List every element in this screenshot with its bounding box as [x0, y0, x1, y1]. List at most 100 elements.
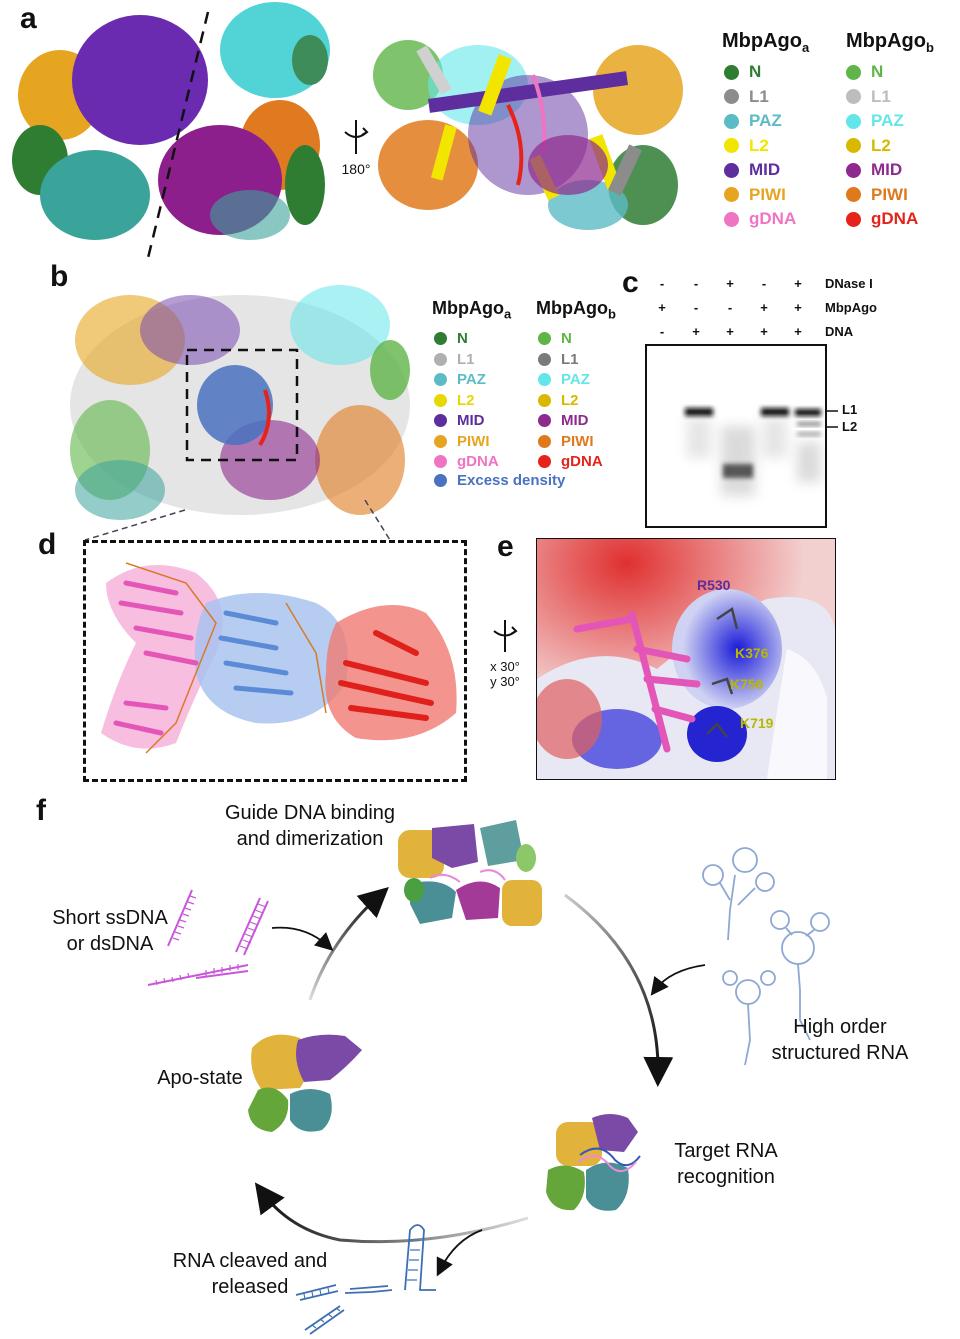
label-high-order-rna: High order structured RNA: [771, 1016, 909, 1064]
legend-b-col-a-piwi: PIWI: [434, 433, 490, 450]
legend-swatch: [434, 393, 447, 407]
legend-label: PAZ: [561, 371, 590, 388]
legend-swatch: [724, 64, 739, 80]
legend-a-col-b-paz: PAZ: [846, 111, 904, 131]
legend-swatch: [724, 162, 739, 178]
rotation-x: x 30°: [490, 659, 520, 674]
legend-label: MID: [749, 160, 781, 179]
legend-swatch: [724, 113, 739, 129]
gel-symbol: +: [760, 300, 768, 315]
legend-label: PIWI: [561, 432, 594, 450]
zoom-connector-lines: [84, 500, 391, 541]
panel-label-c: c: [622, 266, 639, 299]
legend-b-excess-density: Excess density: [434, 472, 565, 489]
legend-swatch: [724, 89, 739, 104]
rotation-indicator-e: x 30° y 30°: [480, 618, 530, 689]
residue-k376: K376: [735, 645, 769, 661]
legend-a-col-a-paz: PAZ: [724, 111, 782, 131]
legend-label: PAZ: [457, 371, 486, 388]
legend-label: L2: [871, 135, 891, 155]
rotation-label: 180°: [341, 161, 371, 177]
legend-b-col-b-paz: PAZ: [538, 371, 590, 388]
legend-b-col-b-l1: L1: [538, 351, 579, 368]
legend-a-title-a: MbpAgoa: [722, 30, 810, 55]
legend-label: PAZ: [749, 111, 782, 130]
legend-a-col-a-mid: MID: [724, 160, 780, 180]
legend-label: PIWI: [457, 432, 490, 450]
label-short-dna: Short ssDNA or dsDNA: [52, 907, 168, 955]
legend-a-col-a-gdna: gDNA: [724, 209, 796, 229]
gel-symbol: +: [794, 324, 802, 339]
legend-swatch: [846, 89, 861, 104]
gel-condition-row: -++++DNA: [645, 324, 853, 339]
gel-symbol: +: [726, 276, 734, 291]
legend-swatch: [434, 455, 447, 468]
legend-b-col-a-l1: L1: [434, 351, 475, 368]
legend-swatch: [434, 352, 447, 366]
legend-b-col-b-piwi: PIWI: [538, 433, 594, 450]
legend-a-title-b: MbpAgob: [846, 30, 934, 55]
legend-a-col-b-n: N: [846, 62, 883, 82]
legend-label: MID: [457, 412, 485, 429]
panel-label-f: f: [36, 794, 46, 827]
legend-a-col-a-piwi: PIWI: [724, 185, 786, 205]
legend-swatch: [846, 113, 861, 129]
legend-label: L1: [561, 350, 579, 368]
legend-swatch: [538, 373, 551, 386]
legend-label: N: [561, 330, 572, 347]
legend-b-col-b-mid: MID: [538, 412, 589, 429]
legend-a-col-a-n: N: [724, 62, 761, 82]
cryo-em-density-map: [12, 2, 330, 259]
gel-symbol: +: [794, 300, 802, 315]
gel-symbol: +: [726, 324, 734, 339]
legend-b-col-a-paz: PAZ: [434, 371, 486, 388]
legend-swatch: [538, 414, 551, 427]
gel-symbol: -: [761, 276, 767, 291]
legend-label: N: [457, 330, 468, 347]
legend-label: gDNA: [457, 453, 499, 470]
gel-condition-row: +--++MbpAgo: [645, 300, 877, 315]
legend-swatch: [538, 434, 551, 448]
legend-label: PAZ: [871, 111, 904, 130]
legend-swatch: [724, 187, 739, 202]
legend-label: L2: [457, 391, 475, 409]
legend-label: MID: [561, 412, 589, 429]
zoom-box-dna: [83, 540, 467, 782]
gel-condition-label: MbpAgo: [825, 300, 877, 315]
legend-a-col-b-l2: L2: [846, 136, 891, 156]
gel-symbol: -: [693, 276, 699, 291]
band-marker-lines: [826, 410, 838, 428]
legend-swatch: [538, 332, 551, 345]
legend-swatch: [434, 414, 447, 427]
legend-a-col-b-gdna: gDNA: [846, 209, 918, 229]
gel-symbol: +: [692, 324, 700, 339]
legend-label: L2: [749, 135, 769, 155]
legend-label: L1: [871, 86, 891, 106]
legend-swatch: [846, 211, 861, 227]
gel-image: [645, 344, 827, 528]
gel-symbol: +: [658, 300, 666, 315]
electrostatic-surface: R530 K376 K756 K719: [536, 538, 836, 780]
gel-symbol: +: [794, 276, 802, 291]
legend-swatch: [846, 187, 861, 202]
legend-label: N: [749, 62, 762, 81]
legend-label: N: [871, 62, 884, 81]
residue-k756: K756: [730, 676, 764, 692]
legend-swatch: [846, 64, 861, 80]
label-rna-cleaved: RNA cleaved and released: [172, 1250, 328, 1298]
residue-k719: K719: [740, 715, 774, 731]
residue-r530: R530: [697, 577, 731, 593]
legend-swatch: [724, 211, 739, 227]
legend-b-col-a-gdna: gDNA: [434, 453, 499, 470]
legend-label: gDNA: [561, 453, 603, 470]
legend-label: MID: [871, 160, 903, 179]
gel-symbol: -: [727, 300, 733, 315]
legend-swatch: [434, 373, 447, 386]
legend-a-col-b-piwi: PIWI: [846, 185, 908, 205]
legend-a-col-b-mid: MID: [846, 160, 902, 180]
panel-label-a: a: [20, 2, 37, 35]
band-label-l1: L1: [842, 402, 858, 417]
legend-b-col-b-gdna: gDNA: [538, 453, 603, 470]
legend-b-col-a-l2: L2: [434, 392, 475, 409]
legend-a-col-a-l1: L1: [724, 87, 769, 107]
